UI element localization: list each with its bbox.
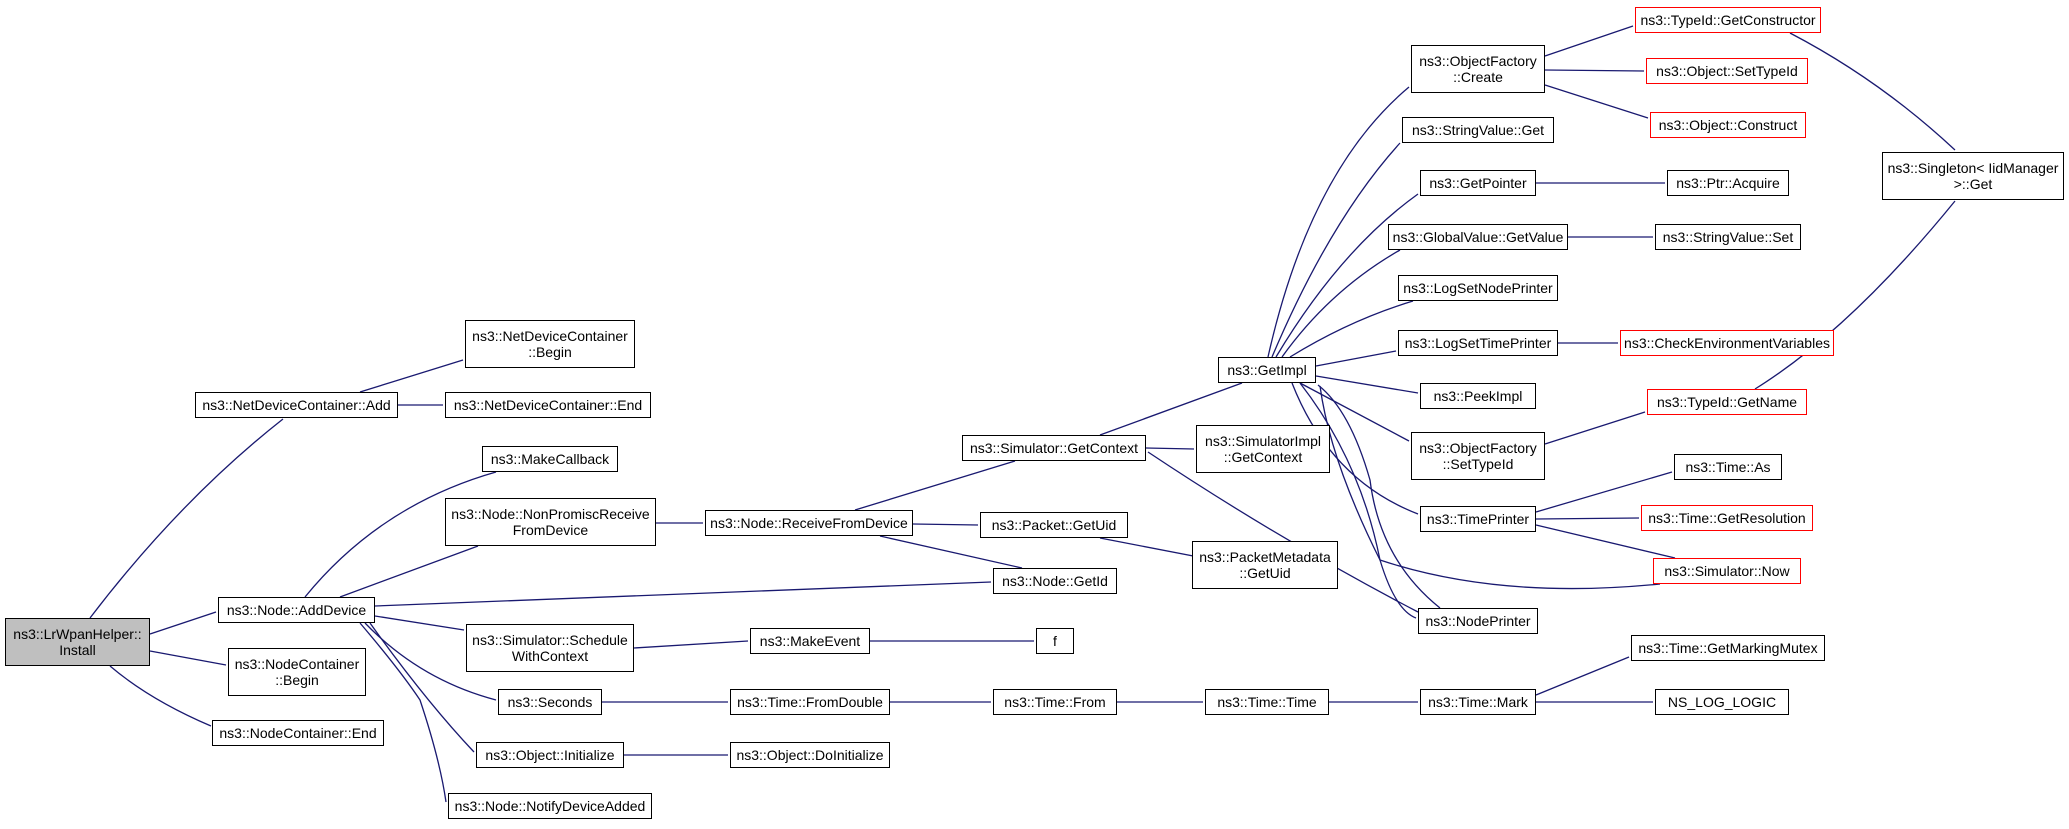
edge-objfactorycreate-to-objectconstruct	[1544, 84, 1649, 119]
node-getpointer[interactable]: ns3::GetPointer	[1420, 170, 1536, 196]
edge-adddevice-to-nonpromisc	[339, 545, 479, 598]
edge-typeidgetname-to-singleton	[1754, 200, 1956, 390]
node-simulator-getcontext[interactable]: ns3::Simulator::GetContext	[962, 435, 1146, 461]
node-time-fromdouble[interactable]: ns3::Time::FromDouble	[730, 689, 890, 715]
node-simulator-now[interactable]: ns3::Simulator::Now	[1653, 558, 1801, 584]
edge-root-to-nodecont-end	[109, 665, 212, 727]
node-objectfactory-settypeid[interactable]: ns3::ObjectFactory ::SetTypeId	[1411, 432, 1545, 480]
edge-schedule-to-makeevent	[633, 640, 749, 649]
node-netdevicecontainer-add[interactable]: ns3::NetDeviceContainer::Add	[195, 392, 398, 418]
edge-nodeprinter-to-simgetcontext	[1147, 451, 1419, 613]
node-objectfactory-create[interactable]: ns3::ObjectFactory ::Create	[1411, 45, 1545, 93]
node-nodeprinter[interactable]: ns3::NodePrinter	[1418, 608, 1538, 634]
edge-nodeprinter-to-getimpl	[1317, 384, 1441, 609]
edge-root-to-node-adddevice	[149, 611, 217, 635]
edge-timeprinter-to-simulatornow	[1535, 524, 1676, 559]
edge-getimpl-to-peekimpl	[1315, 375, 1419, 394]
node-seconds[interactable]: ns3::Seconds	[498, 689, 602, 715]
node-object-initialize[interactable]: ns3::Object::Initialize	[476, 742, 624, 768]
edge-adddevice-to-getid	[374, 581, 992, 607]
node-time-as[interactable]: ns3::Time::As	[1674, 454, 1782, 480]
edge-getconstructor-to-singleton	[1789, 32, 1956, 151]
node-netdevicecontainer-begin[interactable]: ns3::NetDeviceContainer ::Begin	[465, 320, 635, 368]
node-timeprinter[interactable]: ns3::TimePrinter	[1420, 506, 1536, 532]
node-typeid-getconstructor[interactable]: ns3::TypeId::GetConstructor	[1635, 7, 1821, 33]
edge-adddevice-to-notifyadded	[359, 622, 447, 803]
edge-objfactorycreate-to-getconstructor	[1544, 25, 1634, 57]
node-typeid-getname[interactable]: ns3::TypeId::GetName	[1647, 389, 1807, 415]
edge-root-to-nodecont-begin	[149, 650, 227, 666]
edge-simulatornow-to-getimpl	[1319, 385, 1661, 590]
edge-objfactorycreate-to-objectsettypeid	[1544, 69, 1645, 72]
edge-getimpl-to-objfactorycreate	[1267, 86, 1410, 358]
node-makeevent[interactable]: ns3::MakeEvent	[750, 628, 870, 654]
node-time-getmarkingmutex[interactable]: ns3::Time::GetMarkingMutex	[1631, 635, 1825, 661]
node-stringvalue-get[interactable]: ns3::StringValue::Get	[1402, 117, 1554, 143]
node-simulatorimpl-getcontext[interactable]: ns3::SimulatorImpl ::GetContext	[1196, 425, 1330, 473]
node-node-adddevice[interactable]: ns3::Node::AddDevice	[218, 597, 375, 623]
edge-objfactorysettypeid-to-typeidgetname	[1544, 411, 1646, 445]
edge-timemark-to-getmarkingmutex	[1535, 656, 1630, 696]
edge-netdev-add-to-begin	[359, 359, 464, 393]
node-stringvalue-set[interactable]: ns3::StringValue::Set	[1655, 224, 1801, 250]
edge-getimpl-to-timeprinter	[1291, 382, 1419, 515]
node-time-getresolution[interactable]: ns3::Time::GetResolution	[1641, 505, 1813, 531]
node-ns-log-logic[interactable]: NS_LOG_LOGIC	[1655, 689, 1789, 715]
node-node-nonpromiscreceivefromdevice[interactable]: ns3::Node::NonPromiscReceive FromDevice	[445, 498, 656, 546]
edge-root-to-netdev-add	[89, 418, 284, 619]
node-netdevicecontainer-end[interactable]: ns3::NetDeviceContainer::End	[445, 392, 651, 418]
edge-receivefromdevice-to-getid	[879, 535, 1023, 569]
node-logsettimeprinter[interactable]: ns3::LogSetTimePrinter	[1398, 330, 1558, 356]
edge-simgetcontext-to-simimplgetcontext	[1145, 447, 1195, 450]
edge-getimpl-to-stringvalueget	[1271, 142, 1401, 358]
edge-timeprinter-to-getresolution	[1535, 517, 1640, 520]
node-nodecontainer-end[interactable]: ns3::NodeContainer::End	[212, 720, 384, 746]
node-packet-getuid[interactable]: ns3::Packet::GetUid	[980, 512, 1128, 538]
node-time-from[interactable]: ns3::Time::From	[993, 689, 1117, 715]
node-node-receivefromdevice[interactable]: ns3::Node::ReceiveFromDevice	[705, 510, 913, 536]
node-node-notifydeviceadded[interactable]: ns3::Node::NotifyDeviceAdded	[448, 793, 652, 819]
node-f[interactable]: f	[1036, 628, 1074, 654]
edge-adddevice-to-makecallback	[304, 471, 497, 598]
edge-timeprinter-to-timeas	[1535, 471, 1673, 513]
node-object-settypeid[interactable]: ns3::Object::SetTypeId	[1646, 58, 1808, 84]
edge-adddevice-to-schedule	[374, 615, 465, 631]
node-makecallback[interactable]: ns3::MakeCallback	[482, 446, 618, 472]
node-time-mark[interactable]: ns3::Time::Mark	[1420, 689, 1536, 715]
node-lrwpanhelper-install[interactable]: ns3::LrWpanHelper:: Install	[5, 618, 150, 666]
node-node-getid[interactable]: ns3::Node::GetId	[993, 568, 1117, 594]
node-nodecontainer-begin[interactable]: ns3::NodeContainer ::Begin	[228, 648, 366, 696]
edge-receivefromdevice-to-packetgetuid	[912, 523, 979, 526]
edge-adddevice-to-initialize	[369, 622, 475, 753]
node-singleton-iidmanager-get[interactable]: ns3::Singleton< IidManager >::Get	[1882, 152, 2064, 200]
node-checkenvironmentvariables[interactable]: ns3::CheckEnvironmentVariables	[1620, 330, 1834, 356]
node-simulator-schedulewithcontext[interactable]: ns3::Simulator::Schedule WithContext	[466, 624, 634, 672]
edge-getimpl-to-globalvaluegetvalue	[1281, 249, 1401, 358]
edge-getimpl-to-getpointer	[1275, 193, 1419, 358]
node-packetmetadata-getuid[interactable]: ns3::PacketMetadata ::GetUid	[1192, 541, 1338, 589]
edge-receivefromdevice-to-simgetcontext	[854, 460, 1016, 511]
edge-getimpl-to-logsetnodeprinter	[1289, 300, 1414, 358]
edge-adddevice-to-seconds	[364, 622, 497, 701]
node-object-doinitialize[interactable]: ns3::Object::DoInitialize	[730, 742, 890, 768]
node-time-time[interactable]: ns3::Time::Time	[1205, 689, 1329, 715]
node-globalvalue-getvalue[interactable]: ns3::GlobalValue::GetValue	[1388, 224, 1568, 250]
node-object-construct[interactable]: ns3::Object::Construct	[1650, 112, 1806, 138]
node-getimpl[interactable]: ns3::GetImpl	[1218, 357, 1316, 383]
node-ptr-acquire[interactable]: ns3::Ptr::Acquire	[1667, 170, 1789, 196]
edge-getimpl-to-objfactorysettypeid	[1299, 382, 1410, 442]
edge-getimpl-to-logsettimeprinter	[1315, 350, 1397, 367]
node-logsetnodeprinter[interactable]: ns3::LogSetNodePrinter	[1398, 275, 1558, 301]
edge-simgetcontext-to-getimpl	[1099, 382, 1243, 436]
node-peekimpl[interactable]: ns3::PeekImpl	[1420, 383, 1536, 409]
